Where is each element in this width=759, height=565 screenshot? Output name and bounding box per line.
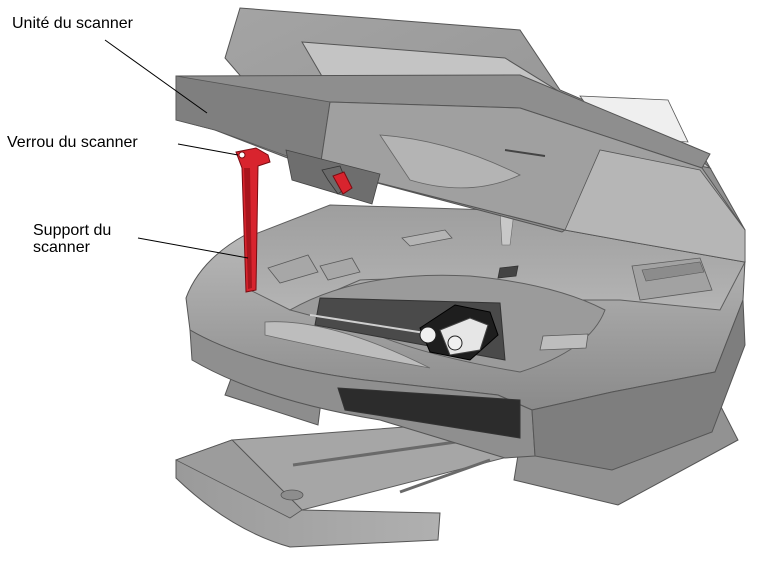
scanner-support-label-line2: scanner [33,239,90,256]
scanner-unit-leader [104,39,208,114]
print-cartridge [419,304,499,361]
scanner-support-leader [137,237,249,259]
scanner-support-label: Support du scanner [33,222,111,256]
scanner-unit-label: Unité du scanner [12,15,133,32]
scanner-latch-label: Verrou du scanner [7,134,138,151]
scanner-support-strut [235,147,271,293]
scanner-latch [321,165,353,195]
scanner-support-label-line1: Support du [33,222,112,239]
scanner-latch-leader [177,143,239,156]
